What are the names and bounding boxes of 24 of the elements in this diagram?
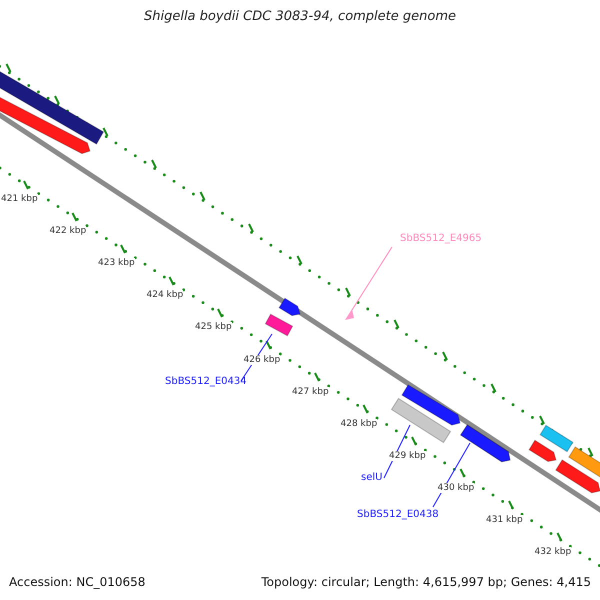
position-label: 425 kbp bbox=[195, 322, 232, 332]
position-label: 422 kbp bbox=[50, 226, 86, 236]
feature-marker bbox=[345, 309, 354, 320]
position-label: 426 kbp bbox=[244, 354, 280, 364]
gene-label: SbBS512_E4965 bbox=[400, 233, 482, 244]
genome-summary: Topology: circular; Length: 4,615,997 bp; Genes: 4,415 bbox=[261, 575, 591, 589]
gene-label: SbBS512_E0438 bbox=[357, 509, 439, 520]
position-label: 431 kbp bbox=[486, 515, 523, 525]
leader-line bbox=[352, 246, 392, 310]
gene-arrow bbox=[390, 398, 452, 444]
leader-line bbox=[432, 442, 470, 508]
position-label: 421 kbp bbox=[1, 194, 38, 204]
position-label: 424 kbp bbox=[146, 290, 184, 300]
gene-label: SbBS512_E0434 bbox=[165, 376, 247, 387]
gene-arrow bbox=[264, 314, 294, 336]
accession-text: Accession: NC_010658 bbox=[9, 575, 146, 589]
position-label: 432 kbp bbox=[534, 547, 572, 558]
gene-label: selU bbox=[361, 472, 382, 483]
position-label: 423 kbp bbox=[98, 258, 135, 268]
position-label: 427 kbp bbox=[292, 386, 329, 397]
position-label: 428 kbp bbox=[340, 418, 378, 429]
position-label: 430 kbp bbox=[438, 482, 474, 493]
diagram-title: Shigella boydii CDC 3083-94, complete genome bbox=[142, 9, 458, 24]
position-label: 429 kbp bbox=[389, 450, 426, 461]
